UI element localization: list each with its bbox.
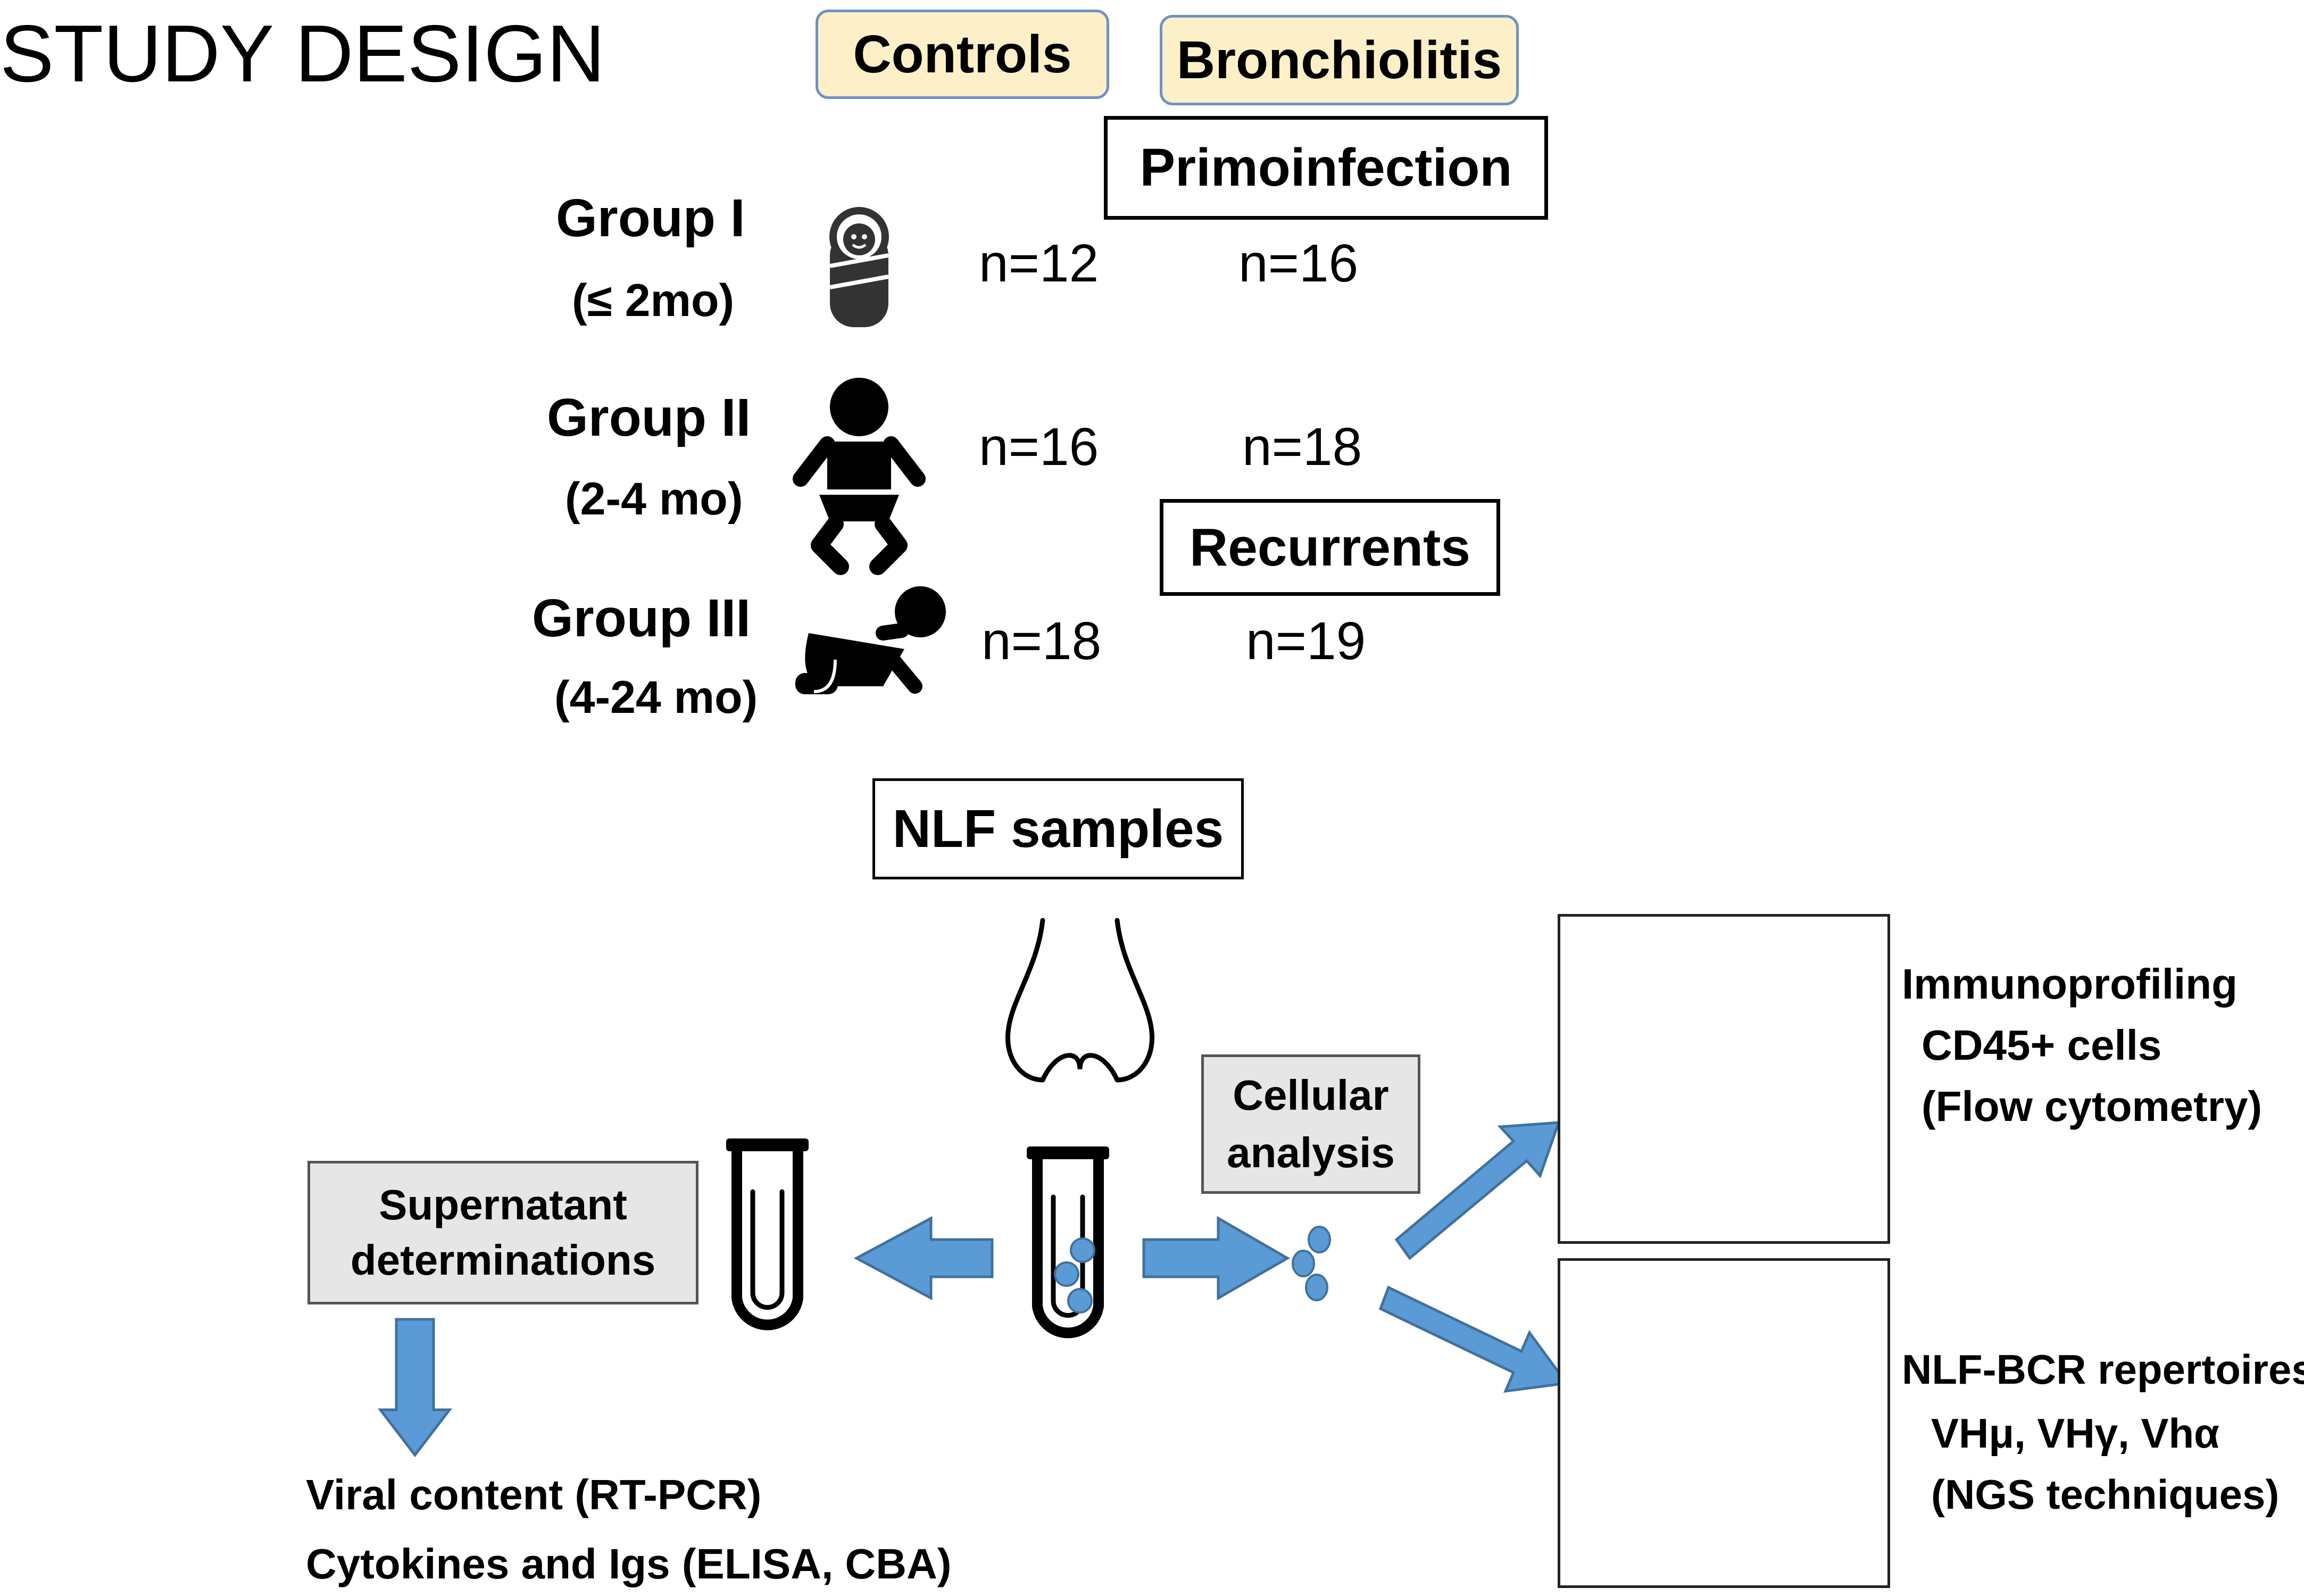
viral-content-label: Viral content (RT-PCR)	[306, 1471, 762, 1518]
page-title: STUDY DESIGN	[0, 9, 605, 99]
cellular-analysis-box: Cellular analysis	[1201, 1054, 1420, 1194]
tsne-panel	[1558, 914, 1890, 1244]
swaddled-newborn-icon	[829, 207, 889, 327]
arrow-to-repertoires	[1378, 1285, 1569, 1393]
immunoprofiling-line-1: Immunoprofiling	[1902, 960, 2238, 1008]
recurrents-label: Recurrents	[1160, 499, 1500, 596]
group-1-bronchiolitis-n: n=16	[1238, 234, 1359, 293]
free-cells	[1292, 1226, 1331, 1301]
nose-illustration	[1005, 918, 1155, 1083]
group-1-age: (≤ 2mo)	[572, 275, 735, 326]
group-2-controls-n: n=16	[979, 417, 1099, 477]
immunoprofiling-line-2: CD45+ cells	[1922, 1021, 2162, 1069]
chord-panel	[1558, 1258, 1890, 1588]
primoinfection-label: Primoinfection	[1104, 116, 1548, 220]
sample-tube	[1027, 1146, 1109, 1339]
tube-cells	[1054, 1237, 1095, 1314]
cellular-line-2: analysis	[1227, 1129, 1395, 1176]
arrow-to-supernatant	[853, 1216, 994, 1301]
group-1-controls-n: n=12	[979, 234, 1099, 293]
supernatant-tube	[726, 1138, 809, 1331]
group-3-age: (4-24 mo)	[554, 672, 758, 723]
group-3-bronchiolitis-n: n=19	[1246, 611, 1366, 671]
group-2-name: Group II	[547, 388, 751, 447]
supernatant-box: Supernatant determinations	[307, 1161, 698, 1304]
standing-baby-icon	[793, 378, 926, 575]
group-3-controls-n: n=18	[982, 611, 1102, 671]
group-3-name: Group III	[532, 588, 751, 648]
cellular-line-1: Cellular	[1233, 1071, 1389, 1119]
controls-header: Controls	[816, 10, 1109, 99]
cytokines-label: Cytokines and Igs (ELISA, CBA)	[306, 1540, 952, 1587]
arrow-down-to-outputs	[377, 1318, 453, 1458]
nlf-samples-label: NLF samples	[872, 778, 1244, 879]
repertoires-line-2: VHμ, VHγ, Vhα	[1931, 1410, 2220, 1457]
group-1-name: Group I	[556, 188, 745, 248]
group-2-bronchiolitis-n: n=18	[1242, 417, 1362, 477]
crawling-baby-icon	[795, 586, 946, 694]
repertoires-line-3: (NGS techniques)	[1931, 1471, 2280, 1518]
arrow-to-immunoprofiling	[1394, 1121, 1561, 1260]
supernatant-line-2: determinations	[350, 1236, 656, 1284]
arrow-to-cells	[1142, 1216, 1291, 1301]
repertoires-line-1: NLF-BCR repertoires	[1902, 1346, 2304, 1393]
bronchiolitis-header: Bronchiolitis	[1160, 15, 1519, 105]
supernatant-line-1: Supernatant	[379, 1181, 627, 1228]
group-2-age: (2-4 mo)	[565, 473, 743, 525]
immunoprofiling-line-3: (Flow cytometry)	[1922, 1083, 2263, 1130]
